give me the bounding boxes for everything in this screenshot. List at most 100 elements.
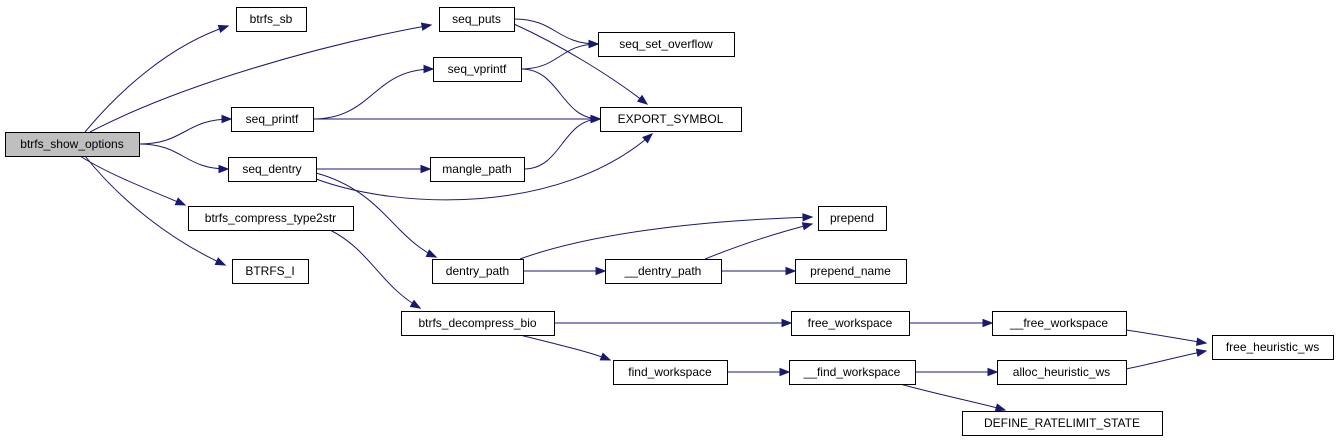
node-__find_workspace[interactable]: __find_workspace	[789, 360, 916, 385]
edge-line	[513, 23, 648, 105]
node-box	[188, 206, 354, 231]
edge-seq_printf-to-seq_vprintf	[312, 64, 435, 120]
node-label: BTRFS_I	[245, 264, 294, 278]
node-box	[5, 132, 140, 157]
edge-dentry_path-to-prepend	[519, 213, 814, 260]
edge-free_workspace-to-__free_workspace	[909, 318, 994, 328]
edge-line	[138, 118, 232, 145]
node-label: __free_workspace	[1009, 316, 1108, 330]
node-label: seq_puts	[452, 12, 501, 26]
arrowhead-icon	[982, 318, 994, 328]
node-find_workspace[interactable]: find_workspace	[613, 360, 728, 385]
node-EXPORT_SYMBOL[interactable]: EXPORT_SYMBOL	[600, 107, 742, 132]
edge-btrfs_show_options-to-seq_printf	[138, 114, 233, 145]
node-box	[236, 7, 307, 32]
arrowhead-icon	[420, 164, 432, 174]
arrowhead-icon	[785, 266, 797, 276]
node-box	[600, 107, 742, 132]
edge-alloc_heuristic_ws-to-free_heuristic_ws	[1125, 348, 1208, 370]
node-box	[433, 57, 522, 82]
node-seq_set_overflow[interactable]: seq_set_overflow	[598, 32, 735, 57]
node-btrfs_show_options[interactable]: btrfs_show_options	[5, 132, 140, 157]
arrowhead-icon	[425, 249, 438, 258]
arrowhead-icon	[590, 114, 602, 124]
node-seq_printf[interactable]: seq_printf	[231, 107, 314, 132]
node-label: mangle_path	[442, 162, 511, 176]
edge-seq_dentry-to-dentry_path	[315, 172, 438, 258]
node-box	[997, 360, 1127, 385]
edge-__dentry_path-to-prepend_name	[720, 266, 797, 276]
node-box	[789, 360, 916, 385]
arrowhead-icon	[423, 64, 435, 74]
arrowhead-icon	[994, 403, 1007, 412]
node-seq_dentry[interactable]: seq_dentry	[228, 157, 317, 182]
node-label: seq_vprintf	[448, 62, 507, 76]
node-btrfs_decompress_bio[interactable]: btrfs_decompress_bio	[401, 311, 555, 336]
node-box	[605, 259, 722, 284]
edge-seq_dentry-to-mangle_path	[315, 164, 432, 174]
arrowhead-icon	[409, 299, 422, 309]
edge-line	[315, 172, 437, 258]
edge-btrfs_compress_type2str-to-btrfs_decompress_bio	[329, 229, 422, 309]
arrowhead-icon	[599, 352, 612, 361]
node-label: btrfs_decompress_bio	[418, 316, 536, 330]
node-label: find_workspace	[628, 365, 712, 379]
node-dentry_path[interactable]: dentry_path	[432, 259, 524, 284]
arrowhead-icon	[217, 24, 230, 33]
node-label: free_heuristic_ws	[1226, 340, 1319, 354]
arrowhead-icon	[1195, 348, 1208, 357]
arrowhead-icon	[214, 257, 227, 266]
node-prepend_name[interactable]: prepend_name	[795, 259, 907, 284]
edge-seq_puts-to-seq_set_overflow	[513, 18, 600, 49]
node-box	[1212, 335, 1334, 360]
node-mangle_path[interactable]: mangle_path	[430, 157, 525, 182]
edge-line	[312, 68, 434, 120]
edge-btrfs_show_options-to-btrfs_sb	[84, 24, 230, 133]
node-box	[992, 311, 1127, 336]
arrowhead-icon	[221, 114, 233, 124]
node-box	[613, 360, 728, 385]
node-label: free_workspace	[808, 316, 893, 330]
arrowhead-icon	[1195, 337, 1208, 346]
edge-__find_workspace-to-DEFINE_RATELIMIT_STATE	[899, 383, 1007, 412]
arrowhead-icon	[801, 222, 814, 231]
node-label: seq_set_overflow	[619, 37, 713, 51]
node-btrfs_compress_type2str[interactable]: btrfs_compress_type2str	[188, 206, 354, 231]
node-__dentry_path[interactable]: __dentry_path	[605, 259, 722, 284]
edge-line	[89, 24, 432, 133]
edge-seq_dentry-to-EXPORT_SYMBOL	[315, 133, 654, 201]
edge-btrfs_decompress_bio-to-free_workspace	[554, 318, 793, 328]
arrowhead-icon	[174, 197, 187, 206]
node-box	[439, 7, 515, 32]
edge-__free_workspace-to-free_heuristic_ws	[1125, 329, 1208, 346]
node-free_heuristic_ws[interactable]: free_heuristic_ws	[1212, 335, 1334, 360]
node-label: btrfs_compress_type2str	[205, 211, 336, 225]
edge-seq_printf-to-EXPORT_SYMBOL	[313, 114, 602, 124]
edge-line	[523, 118, 601, 170]
edge-line	[79, 155, 186, 206]
node-seq_vprintf[interactable]: seq_vprintf	[433, 57, 522, 82]
node-free_workspace[interactable]: free_workspace	[791, 311, 910, 336]
node-alloc_heuristic_ws[interactable]: alloc_heuristic_ws	[997, 360, 1127, 385]
edge-line	[138, 143, 229, 170]
arrowhead-icon	[588, 39, 600, 49]
edge-line	[519, 334, 611, 361]
edge-line	[513, 18, 599, 45]
edge-line	[315, 133, 653, 201]
node-btrfs_sb[interactable]: btrfs_sb	[236, 7, 307, 32]
node-label: alloc_heuristic_ws	[1013, 365, 1110, 379]
node-box	[401, 311, 555, 336]
node-seq_puts[interactable]: seq_puts	[439, 7, 515, 32]
edge-btrfs_show_options-to-btrfs_compress_type2str	[79, 155, 187, 206]
node-label: seq_printf	[246, 112, 299, 126]
node-label: btrfs_sb	[250, 12, 293, 26]
node-__free_workspace[interactable]: __free_workspace	[992, 311, 1127, 336]
call-edges	[79, 18, 1208, 412]
node-label: DEFINE_RATELIMIT_STATE	[984, 416, 1140, 430]
node-box	[791, 311, 910, 336]
node-BTRFS_I[interactable]: BTRFS_I	[232, 259, 309, 284]
arrowhead-icon	[595, 266, 607, 276]
node-DEFINE_RATELIMIT_STATE[interactable]: DEFINE_RATELIMIT_STATE	[962, 411, 1163, 436]
edge-find_workspace-to-__find_workspace	[727, 367, 791, 377]
node-prepend[interactable]: prepend	[818, 206, 887, 231]
